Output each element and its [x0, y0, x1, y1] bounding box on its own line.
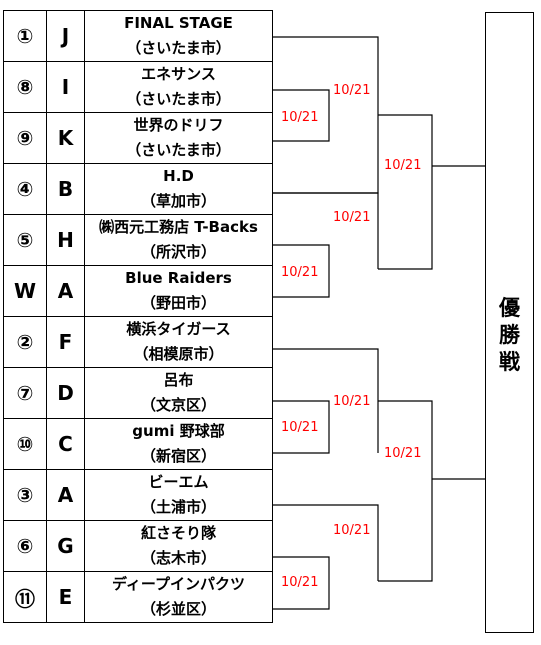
bracket-line-r1-bot-b [273, 556, 330, 610]
match-date-5: 10/21 [281, 265, 319, 280]
team-seed: ⑨ [3, 112, 47, 164]
team-name: Blue Raiders [125, 269, 232, 287]
final-match-label: 優 勝 戦 [486, 295, 533, 376]
team-city: （志木市） [140, 549, 216, 567]
match-date-4: 10/21 [333, 210, 371, 225]
team-name-cell: FINAL STAGE （さいたま市） [84, 10, 273, 62]
bracket-line-semi-top [378, 114, 433, 270]
match-date-3: 10/21 [384, 158, 422, 173]
bracket-line-semi-bottom [378, 400, 433, 582]
bracket-line-r1-bot-a [273, 504, 379, 581]
bracket-line-r1-low-a [273, 348, 379, 453]
team-name: 呂布 [163, 371, 194, 389]
team-name: ㈱西元工務店 T-Backs [99, 218, 258, 236]
team-seed: ⑥ [3, 520, 47, 572]
team-name-cell: 紅さそり隊 （志木市） [84, 520, 273, 572]
team-name: gumi 野球部 [132, 422, 225, 440]
team-seed: ③ [3, 469, 47, 521]
team-city: （さいたま市） [126, 90, 231, 108]
team-name-cell: エネサンス （さいたま市） [84, 61, 273, 113]
match-date-7: 10/21 [281, 420, 319, 435]
team-name: ディープインパクツ [111, 575, 246, 593]
team-name-cell: 横浜タイガース （相模原市） [84, 316, 273, 368]
team-group-letter: A [46, 469, 85, 521]
team-city: （新宿区） [140, 447, 216, 465]
match-date-10: 10/21 [281, 575, 319, 590]
team-city: （さいたま市） [126, 141, 231, 159]
team-group-letter: A [46, 265, 85, 317]
team-group-letter: I [46, 61, 85, 113]
team-name-cell: ビーエム （土浦市） [84, 469, 273, 521]
team-name-cell: ディープインパクツ （杉並区） [84, 571, 273, 623]
team-group-letter: E [46, 571, 85, 623]
final-label-char-2: 勝 [499, 323, 520, 347]
team-city: （所沢市） [140, 243, 216, 261]
bracket-line-r1-top-b [273, 89, 330, 142]
team-group-letter: K [46, 112, 85, 164]
team-group-letter: J [46, 10, 85, 62]
team-city: （杉並区） [140, 600, 216, 618]
team-city: （野田市） [140, 294, 216, 312]
bracket-line-r1-mid-b [273, 244, 330, 298]
team-name: 世界のドリフ [133, 116, 224, 134]
team-city: （草加市） [140, 192, 216, 210]
team-seed: ① [3, 10, 47, 62]
team-group-letter: G [46, 520, 85, 572]
match-date-9: 10/21 [333, 523, 371, 538]
team-group-letter: H [46, 214, 85, 266]
team-city: （土浦市） [140, 498, 216, 516]
final-label-char-1: 優 [499, 296, 520, 320]
team-name: 紅さそり隊 [140, 524, 216, 542]
team-name: エネサンス [141, 65, 216, 83]
team-name: ビーエム [148, 473, 209, 491]
bracket-line-r1-mid-a [273, 192, 379, 269]
final-match-box: 優 勝 戦 [485, 12, 534, 633]
team-group-letter: B [46, 163, 85, 215]
team-seed: ④ [3, 163, 47, 215]
match-date-6: 10/21 [333, 394, 371, 409]
team-name: 横浜タイガース [126, 320, 231, 338]
team-name: H.D [163, 167, 194, 185]
team-seed: ⑧ [3, 61, 47, 113]
team-city: （相模原市） [133, 345, 224, 363]
team-city: （文京区） [140, 396, 216, 414]
team-seed: ⑩ [3, 418, 47, 470]
match-date-1: 10/21 [333, 83, 371, 98]
team-name-cell: ㈱西元工務店 T-Backs （所沢市） [84, 214, 273, 266]
team-seed: ⑦ [3, 367, 47, 419]
team-group-letter: D [46, 367, 85, 419]
final-label-char-3: 戦 [499, 350, 520, 374]
team-name-cell: H.D （草加市） [84, 163, 273, 215]
team-group-letter: F [46, 316, 85, 368]
bracket-line-r1-low-b [273, 400, 330, 454]
team-name: FINAL STAGE [124, 14, 233, 32]
team-city: （さいたま市） [126, 39, 231, 57]
team-name-cell: gumi 野球部 （新宿区） [84, 418, 273, 470]
match-date-2: 10/21 [281, 110, 319, 125]
match-date-8: 10/21 [384, 446, 422, 461]
